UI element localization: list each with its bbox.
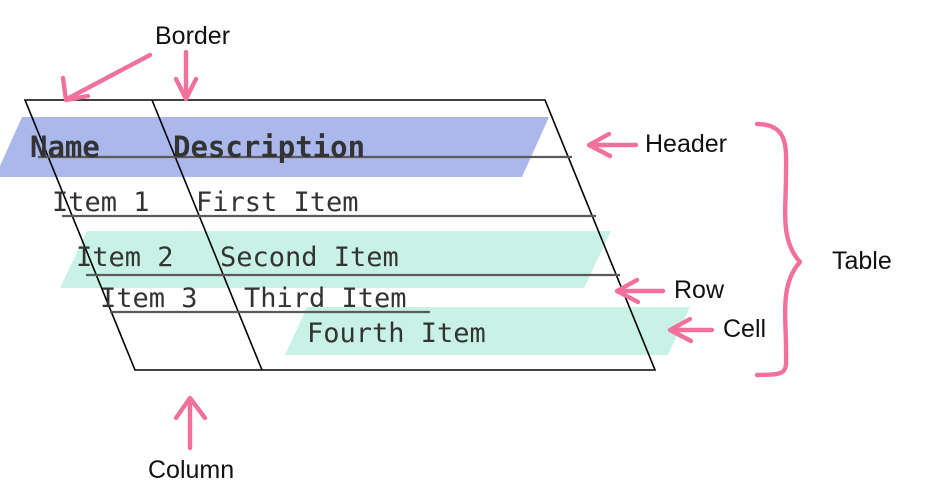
annotation-label-column: Column [148, 456, 235, 484]
table-cell-r1c1: Item 1 [52, 187, 150, 218]
header-highlight-band [0, 117, 549, 177]
column-arrow-icon [173, 395, 208, 451]
annotation-label-table: Table [832, 247, 892, 275]
table-header-cell-description: Description [173, 130, 365, 164]
table-cell-r2c1: Item 2 [76, 242, 174, 273]
row-arrow-icon [614, 277, 666, 305]
table-cell-fourth-item: Fourth Item [307, 318, 486, 349]
border-diagonal-arrow-icon [60, 52, 153, 103]
border-vertical-arrow-icon [173, 49, 199, 102]
table-cell-r3c1: Item 3 [100, 283, 198, 314]
annotation-label-header: Header [645, 130, 727, 158]
table-cell-r2c2: Second Item [220, 242, 399, 273]
table-brace-icon [754, 121, 803, 378]
column-divider [151, 99, 263, 371]
table-cell-r1c2: First Item [196, 187, 359, 218]
table-outer-border [23, 99, 657, 371]
annotation-label-border: Border [155, 22, 231, 50]
table-cell-r3c2: Third Item [244, 283, 407, 314]
table-header-cell-name: Name [30, 130, 100, 164]
cell-arrow-icon [667, 316, 715, 344]
header-arrow-icon [586, 131, 639, 159]
cell-highlight-band [285, 307, 690, 355]
row-highlight-band [60, 231, 611, 288]
annotation-label-row: Row [674, 276, 725, 304]
annotation-label-cell: Cell [723, 315, 767, 343]
